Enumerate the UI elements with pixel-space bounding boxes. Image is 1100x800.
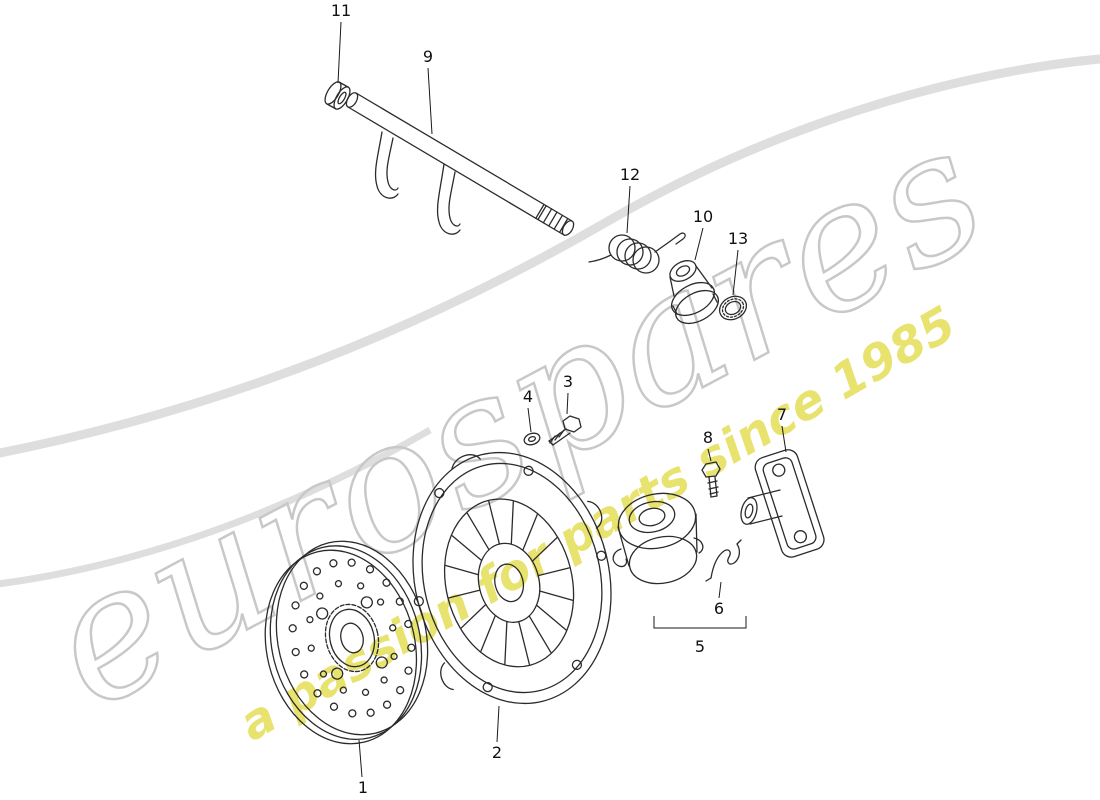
callout-10[interactable]: 10 <box>693 207 713 261</box>
callouts: 11 9 12 10 13 4 <box>331 1 787 797</box>
callout-11[interactable]: 11 <box>331 1 351 84</box>
callout-13[interactable]: 13 <box>728 229 748 296</box>
callout-11-label: 11 <box>331 1 351 20</box>
part-8-bolt[interactable] <box>701 461 721 498</box>
callout-8-label: 8 <box>703 428 713 447</box>
callout-7[interactable]: 7 <box>777 405 787 453</box>
callout-3[interactable]: 3 <box>563 372 573 415</box>
part-12-torsion-spring[interactable] <box>588 232 686 274</box>
callout-4-label: 4 <box>523 387 533 406</box>
callout-5[interactable]: 5 <box>653 616 747 656</box>
callout-2[interactable]: 2 <box>492 705 502 762</box>
callout-1-label: 1 <box>358 778 368 797</box>
part-3-bolt[interactable] <box>548 415 582 446</box>
callout-13-label: 13 <box>728 229 748 248</box>
callout-8[interactable]: 8 <box>703 428 713 462</box>
callout-12[interactable]: 12 <box>620 165 640 234</box>
part-6-spring-clip[interactable] <box>705 539 742 582</box>
callout-9-label: 9 <box>423 47 433 66</box>
callout-3-label: 3 <box>563 372 573 391</box>
part-10-guide-sleeve[interactable] <box>666 256 724 330</box>
callout-5-label: 5 <box>695 637 705 656</box>
part-1-clutch-disc[interactable] <box>244 525 449 760</box>
part-9-release-shaft[interactable] <box>344 91 576 237</box>
callout-1[interactable]: 1 <box>358 739 368 797</box>
callout-7-label: 7 <box>777 405 787 424</box>
swoosh-curve-lower <box>0 426 432 588</box>
callout-4[interactable]: 4 <box>523 387 533 433</box>
callout-6-label: 6 <box>714 599 724 618</box>
callout-2-label: 2 <box>492 743 502 762</box>
part-5-release-bearing[interactable] <box>612 486 704 589</box>
part-7-guide-tube[interactable] <box>738 447 826 560</box>
watermark: eurospares a passion for parts since 198… <box>0 54 1100 752</box>
callout-6[interactable]: 6 <box>714 581 724 618</box>
swoosh-curve-upper <box>0 54 1100 458</box>
part-4-washer[interactable] <box>523 431 542 446</box>
part-2-pressure-plate[interactable] <box>383 427 642 726</box>
callout-10-label: 10 <box>693 207 713 226</box>
callout-12-label: 12 <box>620 165 640 184</box>
callout-9[interactable]: 9 <box>423 47 433 135</box>
part-13-ring[interactable] <box>715 292 750 325</box>
